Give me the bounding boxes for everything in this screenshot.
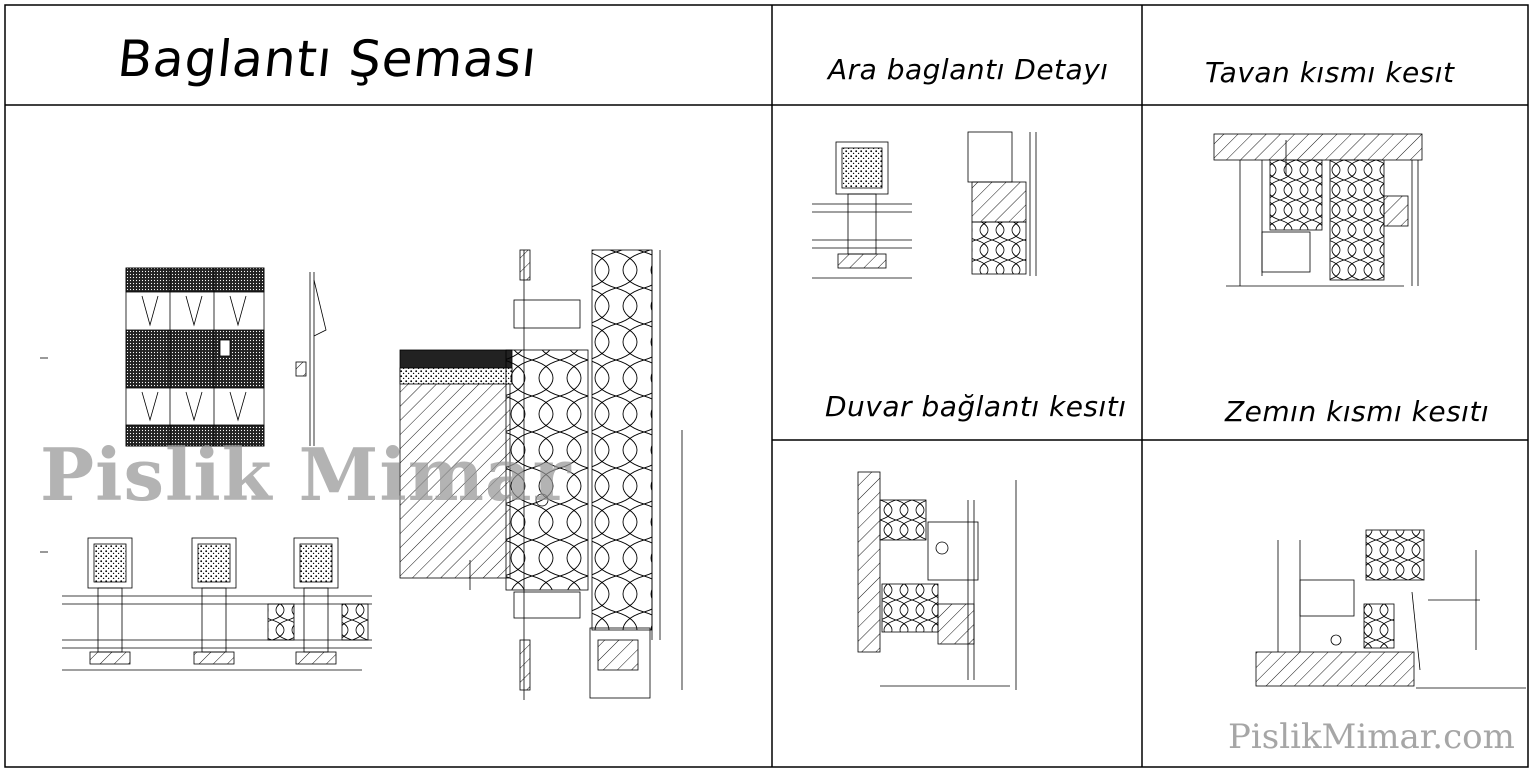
sheet-grid [4, 4, 1529, 768]
vertical-section [399, 249, 683, 700]
panel-title-zemin: Zemın kısmı kesıtı [1225, 395, 1490, 428]
horizontal-sections [62, 537, 372, 671]
ara-detail-drawing [812, 131, 1037, 279]
facade-side-profile [295, 272, 327, 446]
zemin-section-drawing [1255, 529, 1526, 689]
panel-title-duvar: Duvar bağlantı kesıtı [825, 390, 1127, 423]
watermark-overlay: Pislik Mimar [40, 432, 572, 517]
sheet-title: Baglantı Şeması [114, 30, 541, 88]
tavan-section-drawing [1213, 133, 1423, 287]
watermark-site: PislikMimar.com [1228, 717, 1515, 757]
duvar-section-drawing [857, 471, 1017, 690]
panel-title-ara: Ara baglantı Detayı [828, 53, 1109, 86]
panel-title-tavan: Tavan kısmı kesıt [1205, 56, 1455, 89]
facade-grid-elevation [40, 267, 265, 553]
